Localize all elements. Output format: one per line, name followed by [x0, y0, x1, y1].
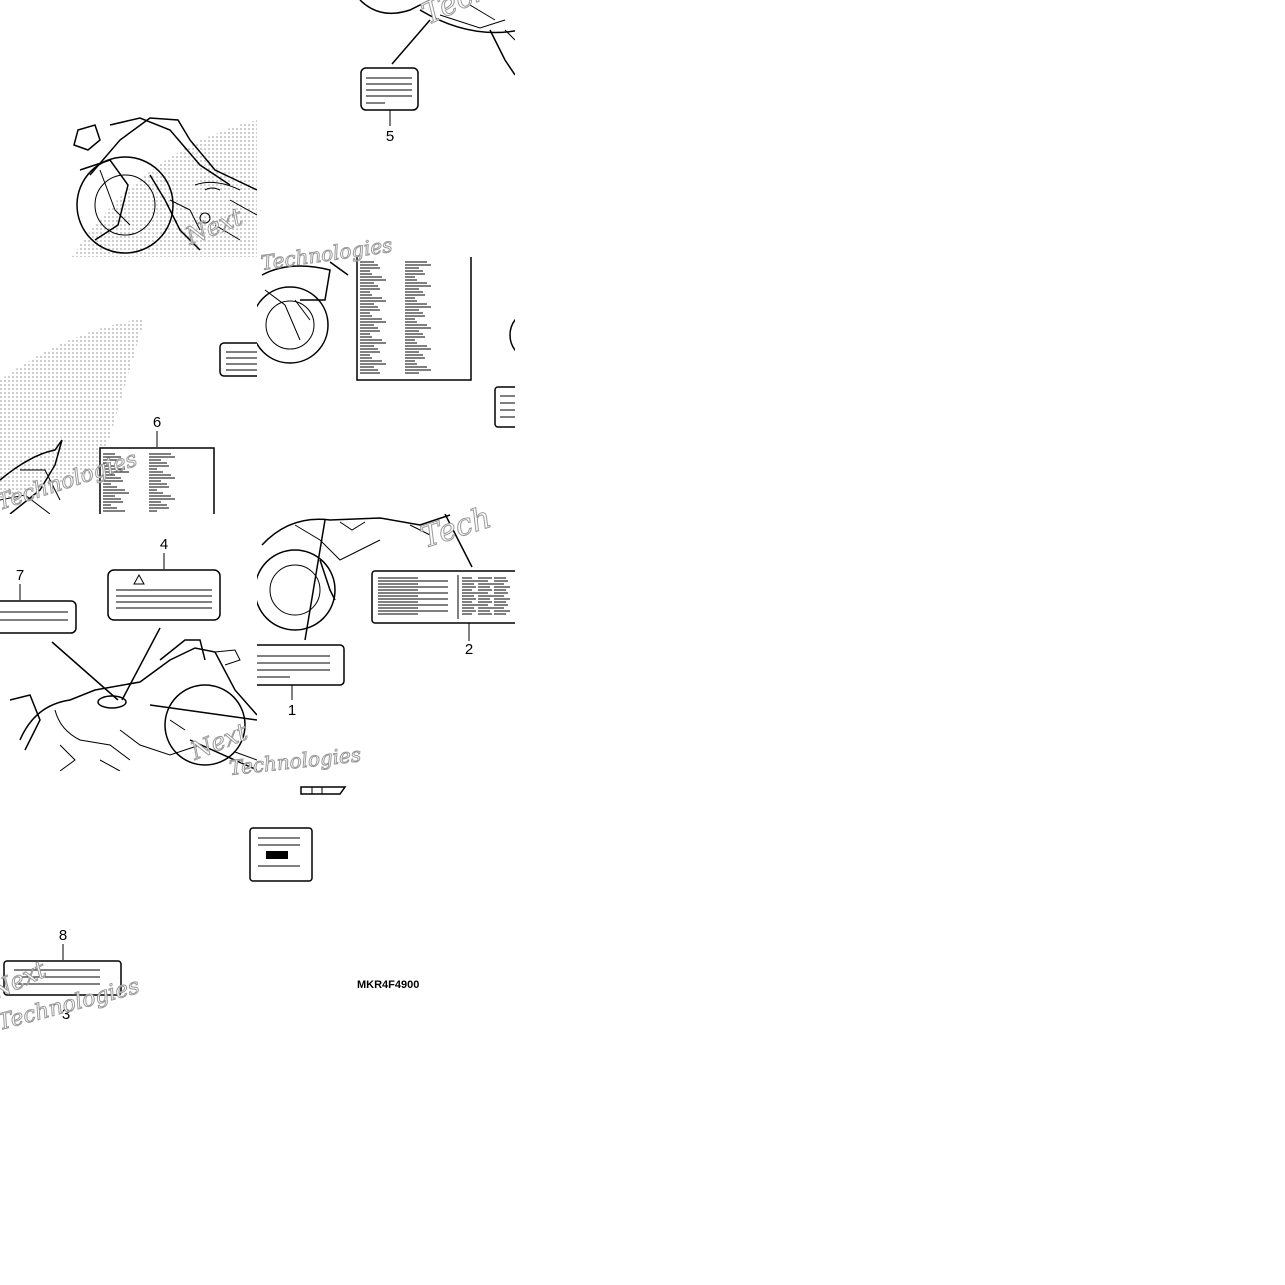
- label-8-sticker: [3, 960, 122, 996]
- callout-8: 8: [59, 927, 67, 944]
- tile-labels-1-2: 2 1: [257, 514, 515, 719]
- callout-4: 4: [160, 536, 168, 553]
- honda-wing-halftone: [0, 318, 145, 500]
- motorcycle-front-wheel-illustration: [257, 265, 515, 364]
- leader-line-spec: [329, 261, 349, 276]
- callout-6: 6: [153, 414, 161, 431]
- callout-1: 1: [288, 702, 296, 719]
- tile-labels-4-7: 4 7: [0, 536, 257, 771]
- tile-spec-label: [257, 257, 515, 428]
- watermark-text: Tech: [417, 500, 496, 555]
- label-7-sticker: [0, 600, 77, 634]
- watermark-text: Tech: [417, 0, 497, 32]
- tile-label-5: 5: [359, 0, 515, 145]
- label-2-sticker: [371, 570, 515, 624]
- motorcycle-rear-illustration: [73, 117, 257, 254]
- leader-line-7: [51, 641, 119, 701]
- watermark-text: Technologies: [228, 742, 362, 780]
- leader-line-5: [391, 19, 431, 65]
- label-3-sticker: [249, 827, 313, 882]
- label-3-emblem: [266, 851, 288, 859]
- motorcycle-front-fragment: [0, 439, 63, 514]
- leader-line-1: [304, 519, 326, 641]
- label-small-left: [219, 342, 257, 377]
- label-spec-sticker: [356, 257, 472, 381]
- label-1-sticker: [257, 644, 345, 686]
- tile-rear-view: [71, 117, 257, 257]
- label-small-right: [494, 386, 515, 428]
- leader-line-4: [121, 627, 161, 701]
- label-4-warning-sticker: [107, 569, 221, 621]
- motorcycle-front-upper-illustration: [359, 0, 515, 76]
- callout-7: 7: [16, 567, 24, 584]
- label-6-sticker: [99, 447, 215, 514]
- tile-label-6: 6: [0, 318, 257, 514]
- motorcycle-front-side-illustration: [257, 514, 451, 631]
- warning-icon: [133, 573, 145, 585]
- part-code: MKR4F4900: [357, 979, 419, 991]
- callout-3: 3: [62, 1006, 70, 1023]
- motorcycle-side-illustration: [9, 639, 257, 771]
- label-small-tag: [300, 786, 347, 795]
- label-5-sticker: [360, 67, 419, 111]
- callout-5: 5: [386, 128, 394, 145]
- callout-2: 2: [465, 641, 473, 658]
- leader-line-2: [444, 514, 473, 568]
